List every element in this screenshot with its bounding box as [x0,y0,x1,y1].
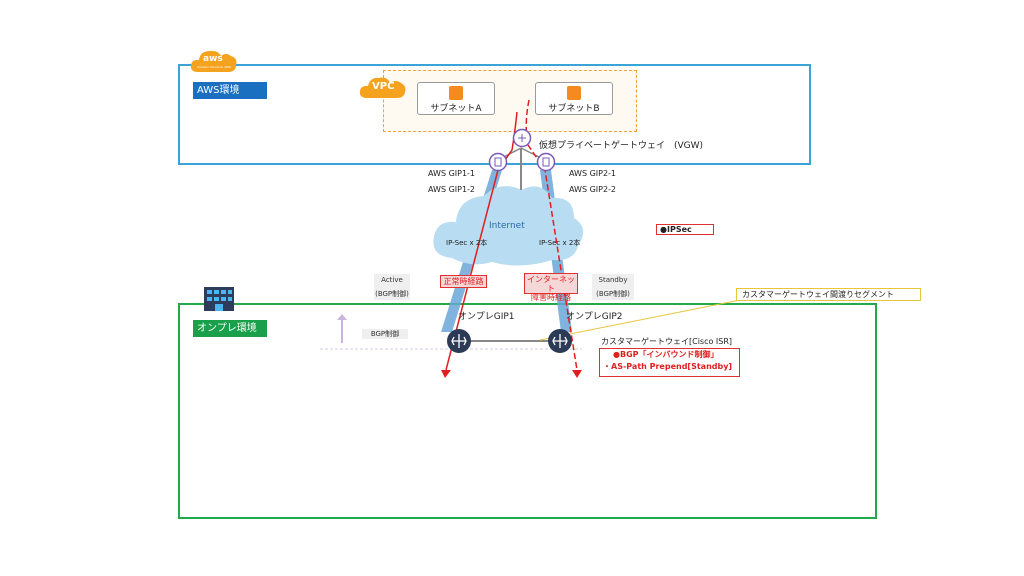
aws-logo-text: aws [203,54,223,64]
bgp-note-line2: ・AS-Path Prepend[Standby] [603,362,733,371]
aws-gip1-1-label: AWS GIP1-1 [428,169,476,178]
cgw-label: カスタマーゲートウェイ[Cisco ISR] [601,337,733,346]
router-left-icon [446,328,472,354]
bgp-control-arrowhead [337,314,347,320]
ipsec-left-label: IP-Sec x 2本 [446,239,488,247]
aws-env-label: AWS環境 [193,82,267,99]
vpc-cloud-icon: VPC [358,72,408,102]
bgp-control-tag: BGP制御 [362,329,408,339]
active-sub-label: (BGP制御) [375,290,409,298]
normal-route-arrowhead [441,370,451,378]
gateway-ip-left-icon [488,152,508,172]
aws-logo-icon: aws Amazon Cloud on AWS [188,46,240,76]
aws-gip2-2-label: AWS GIP2-2 [569,185,617,194]
segment-note: カスタマーゲートウェイ間渡りセグメント [736,288,921,301]
failure-route-arrowhead [572,370,582,378]
standby-tag: Standby (BGP制御) [592,274,634,300]
onprem-environment-region [178,303,877,519]
normal-route-label: 正常時経路 [440,275,487,288]
subnet-b-label: サブネットB [548,104,600,114]
failure-route-line1: インターネット [527,275,575,293]
aws-logo-subtext: Amazon Cloud on AWS [197,65,232,69]
vgw-label: 仮想プライベートゲートウェイ (VGW) [539,141,704,151]
subnet-b-box: サブネットB [535,82,613,115]
segment-note-pointer [539,299,741,341]
building-icon [203,285,235,313]
subnet-a-box: サブネットA [417,82,495,115]
aws-gip1-2-label: AWS GIP1-2 [428,185,476,194]
internet-cloud-icon [433,186,584,266]
standby-label: Standby [598,276,628,284]
aws-gip2-1-label: AWS GIP2-1 [569,169,617,178]
onprem-gip2-label: オンプレGIP2 [566,312,623,322]
active-label: Active [381,276,403,284]
standby-sub-label: (BGP制御) [596,290,630,298]
gateway-ip-right-icon [536,152,556,172]
vgw-icon [512,128,532,148]
failure-route-line2: 障害時経路 [531,293,571,302]
bgp-note-line1: ●BGP「インバウンド制御」 [613,350,719,359]
internet-label: Internet [489,221,525,231]
onprem-env-label: オンプレ環境 [193,320,267,337]
active-tag: Active (BGP制御) [374,274,410,300]
vpc-label: VPC [372,81,395,92]
subnet-a-label: サブネットA [430,104,482,114]
onprem-gip1-label: オンプレGIP1 [458,312,515,322]
subnet-a-icon [449,86,463,100]
router-right-icon [547,328,573,354]
ipsec-legend: ●IPSec [656,224,714,235]
bgp-inbound-note: ●BGP「インバウンド制御」 ・AS-Path Prepend[Standby] [599,348,740,377]
subnet-b-icon [567,86,581,100]
failure-route-label: インターネット 障害時経路 [524,273,578,302]
ipsec-right-label: IP-Sec x 2本 [539,239,581,247]
